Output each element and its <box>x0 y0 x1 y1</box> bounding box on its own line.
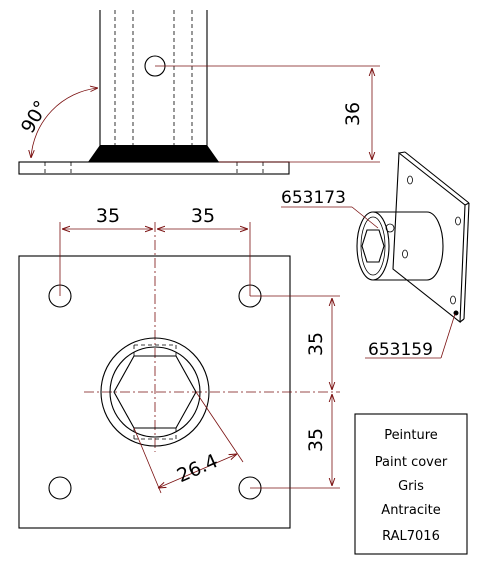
note-line-3: Gris <box>398 479 424 494</box>
angle-dimension: 90° <box>17 88 98 158</box>
spacing-left-label: 35 <box>96 205 120 227</box>
height-dim-label: 36 <box>342 102 364 126</box>
note-line-1: Peinture <box>384 428 438 443</box>
ref-leaders <box>281 206 456 359</box>
spacing-lower-label: 35 <box>305 428 327 452</box>
mount-hole-bottom-left <box>48 476 72 500</box>
spacing-right-label: 35 <box>191 205 215 227</box>
right-spacing-dimensions: 35 35 <box>250 295 340 489</box>
iso-plate-hole-3 <box>402 249 408 259</box>
ref-tube-label: 653173 <box>281 188 346 208</box>
ref-plate-label: 653159 <box>368 340 433 360</box>
tube-inner-circle <box>109 346 201 438</box>
spacing-upper-label: 35 <box>305 332 327 356</box>
note-frame <box>354 413 468 555</box>
iso-plate-hole-1 <box>407 175 413 185</box>
paint-note-box: Peinture Paint cover Gris Antracite RAL7… <box>354 413 468 555</box>
iso-tube <box>373 211 444 281</box>
iso-view: 653173 653159 <box>281 151 470 360</box>
hex-size-label: 26.4 <box>174 450 222 487</box>
angle-label: 90° <box>17 97 53 137</box>
note-line-4: Antracite <box>381 503 440 518</box>
iso-tube-hole <box>385 223 395 233</box>
note-line-2: Paint cover <box>375 455 448 470</box>
iso-plate-ref-point <box>453 310 459 316</box>
iso-tube-inner <box>360 216 386 276</box>
side-plate-hole-lines <box>44 162 264 174</box>
hex-hidden-lines <box>133 344 177 440</box>
iso-plate-hole-4 <box>450 295 456 305</box>
side-base-plate <box>18 161 290 175</box>
hex-dimension: 26.4 <box>133 391 244 494</box>
weld-fillet <box>88 145 219 162</box>
iso-plate-hole-2 <box>455 216 461 226</box>
side-tube <box>99 10 208 162</box>
plan-view: 35 35 35 35 26.4 <box>18 205 340 529</box>
top-spacing-dimensions: 35 35 <box>59 205 251 296</box>
height-dimension: 36 <box>155 65 380 163</box>
tube-outer-circle <box>100 337 210 447</box>
iso-hex-socket <box>361 229 385 263</box>
note-line-5: RAL7016 <box>382 529 440 544</box>
side-view: 36 90° <box>17 10 380 175</box>
